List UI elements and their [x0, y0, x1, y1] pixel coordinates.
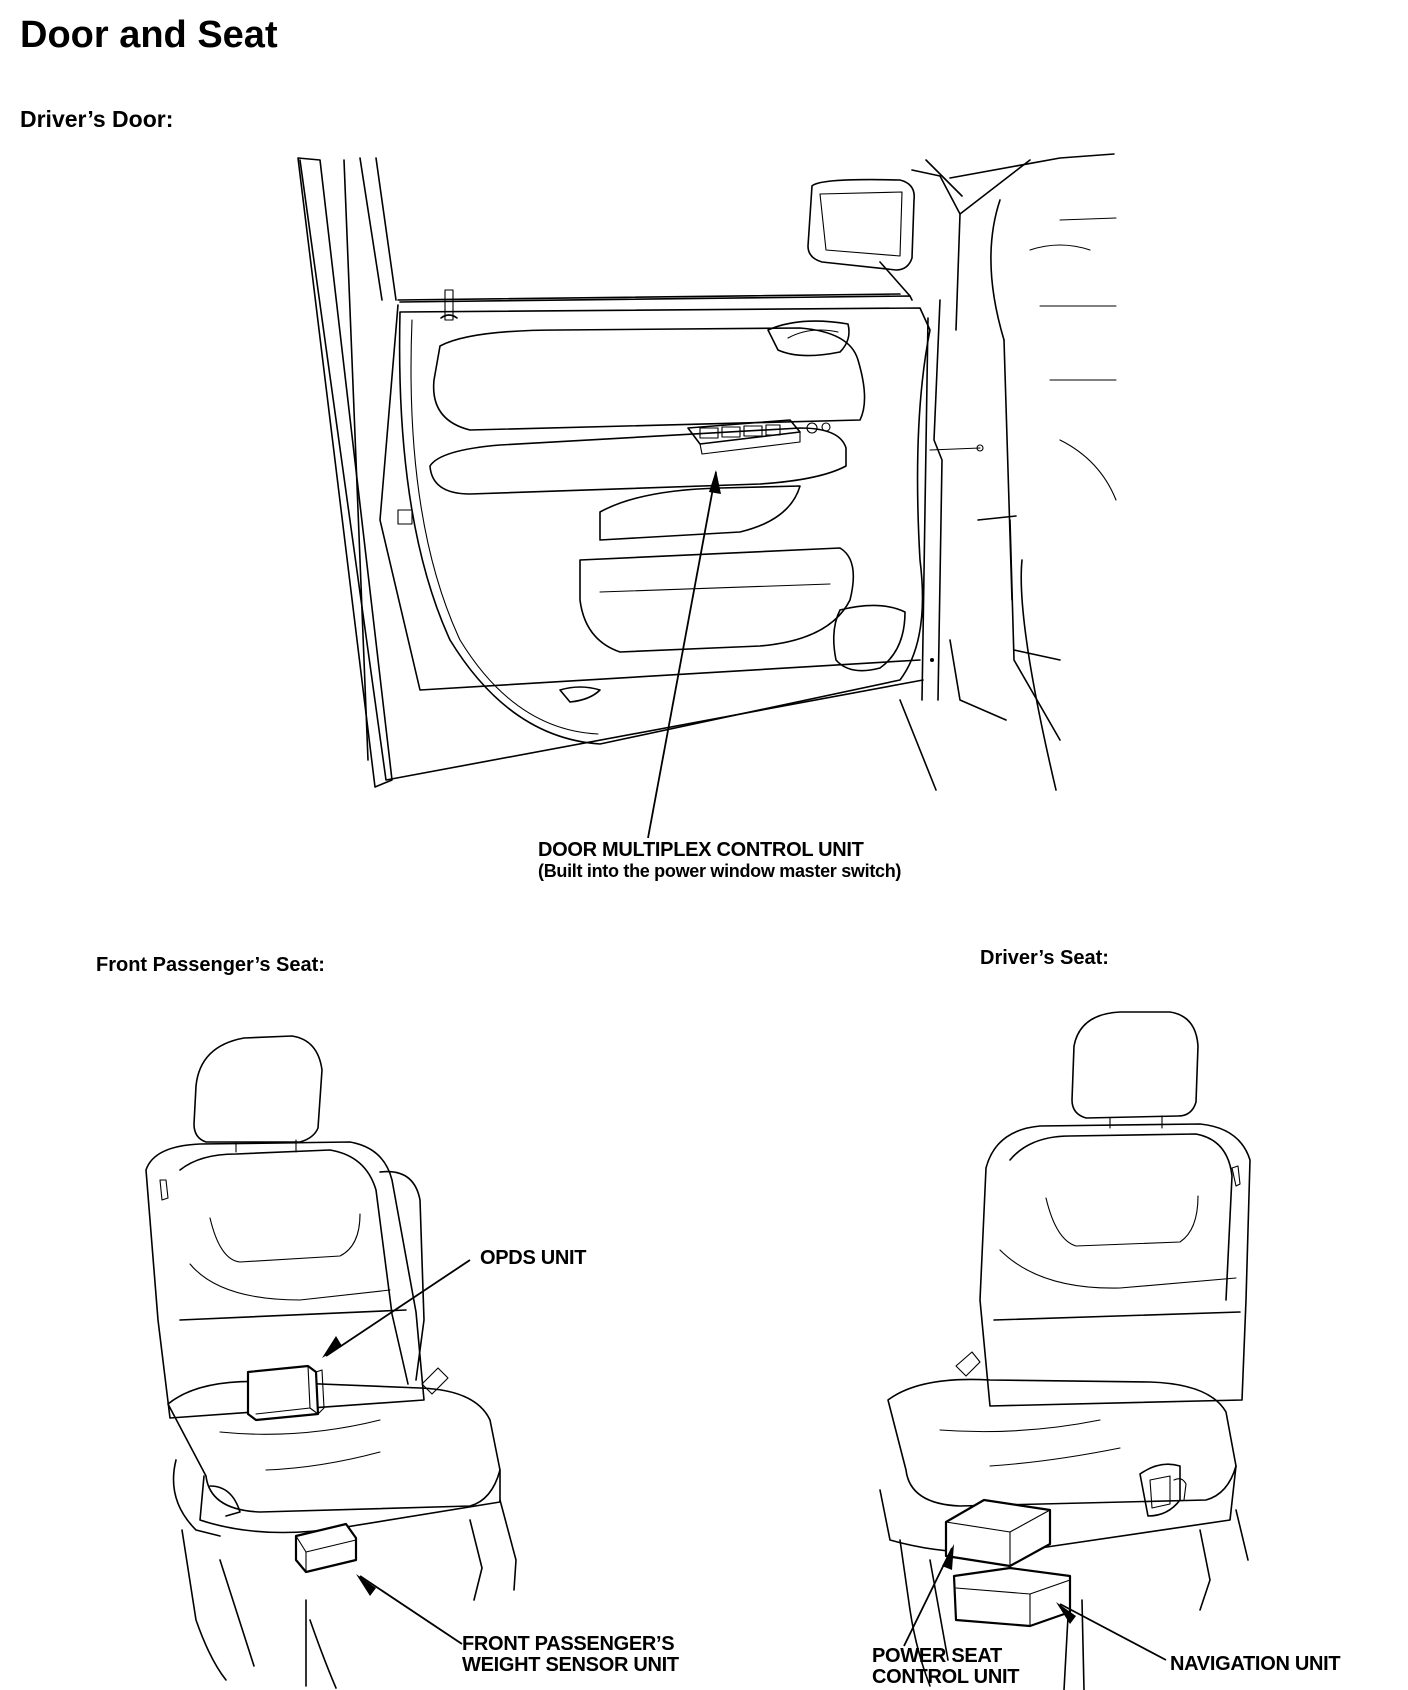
weight-sensor-arrow	[356, 1574, 462, 1644]
door-unit-label-line1: DOOR MULTIPLEX CONTROL UNIT	[538, 839, 864, 861]
navigation-unit-arrow	[1056, 1602, 1166, 1660]
page-title: Door and Seat	[20, 14, 278, 56]
driver-seat-illustration	[880, 1012, 1250, 1690]
navigation-unit-label: NAVIGATION UNIT	[1170, 1653, 1341, 1675]
door-unit-label-line2: (Built into the power window master swit…	[538, 861, 902, 881]
driver-door-illustration	[298, 154, 1116, 790]
weight-sensor-label-line1: FRONT PASSENGER’S	[462, 1633, 675, 1655]
power-seat-label-line2: CONTROL UNIT	[872, 1666, 1020, 1688]
front-passenger-weight-sensor-unit-label: FRONT PASSENGER’S WEIGHT SENSOR UNIT	[462, 1634, 679, 1676]
section-label-drivers-seat: Driver’s Seat:	[980, 947, 1109, 969]
power-seat-unit-arrow	[904, 1544, 954, 1646]
section-label-drivers-door: Driver’s Door:	[20, 106, 174, 132]
opds-unit-arrow	[322, 1260, 470, 1358]
door-multiplex-control-unit-label: DOOR MULTIPLEX CONTROL UNIT (Built into …	[538, 840, 901, 882]
door-unit-arrow	[648, 470, 721, 838]
power-seat-label-line1: POWER SEAT	[872, 1645, 1002, 1667]
section-label-front-passenger-seat: Front Passenger’s Seat:	[96, 954, 325, 976]
opds-unit-label: OPDS UNIT	[480, 1247, 587, 1269]
power-seat-control-unit-label: POWER SEAT CONTROL UNIT	[872, 1646, 1019, 1688]
weight-sensor-label-line2: WEIGHT SENSOR UNIT	[462, 1654, 679, 1676]
front-passenger-seat-illustration	[146, 1036, 516, 1688]
